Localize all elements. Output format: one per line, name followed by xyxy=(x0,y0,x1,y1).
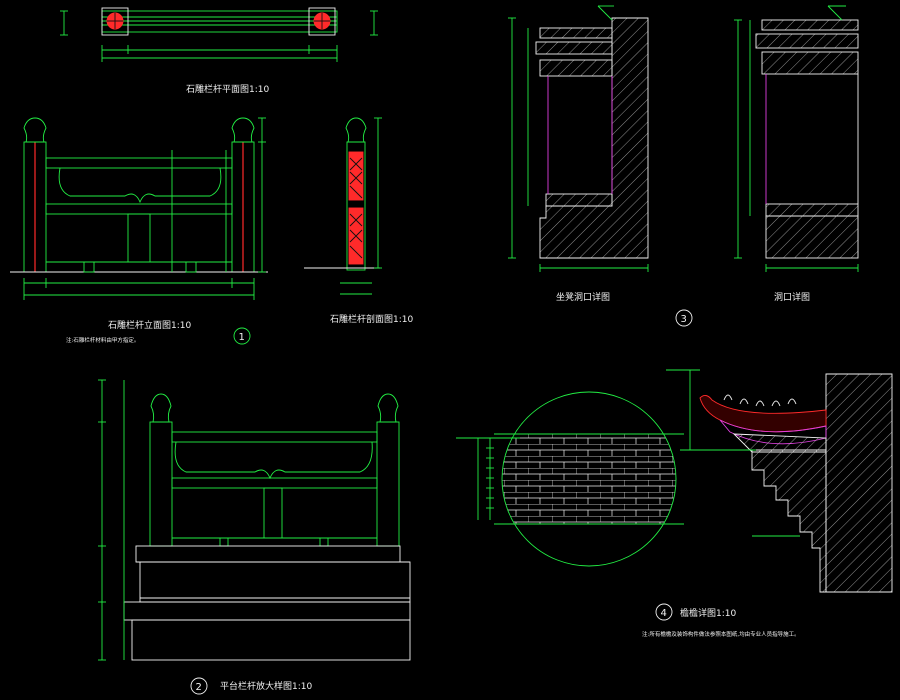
detail-marker-3: 3 xyxy=(675,309,693,327)
section-title: 石雕栏杆剖面图1:10 xyxy=(330,313,413,325)
detail-number-1: 1 xyxy=(239,332,245,343)
section-view xyxy=(304,117,382,295)
top-plan-title: 石雕栏杆平面图1:10 xyxy=(186,83,269,95)
detail-2-view xyxy=(98,379,411,661)
detail-marker-2: 2 xyxy=(190,677,208,695)
detail-3-left-title: 坐凳洞口详图 xyxy=(556,291,610,303)
detail-marker-4: 4 xyxy=(655,603,673,621)
detail-number-4: 4 xyxy=(661,608,667,619)
detail-number-3: 3 xyxy=(681,314,687,325)
detail-2-title: 平台栏杆放大样图1:10 xyxy=(220,680,312,692)
detail-4-title: 檐檐详图1:10 xyxy=(680,607,736,619)
detail-4-view xyxy=(456,369,893,593)
detail-3-left-view xyxy=(508,5,649,272)
top-plan-view xyxy=(60,7,378,62)
detail-3-right-view xyxy=(734,5,859,272)
detail-4-note: 注:所有檐檐及装饰构件做法参照本图纸,均由专业人员指导施工。 xyxy=(642,630,800,638)
detail-3-right-title: 洞口详图 xyxy=(774,291,810,303)
front-elevation-view xyxy=(10,117,268,300)
front-elevation-title: 石雕栏杆立面图1:10 xyxy=(108,319,191,331)
front-elevation-note: 注:石雕栏杆材料由甲方指定。 xyxy=(66,336,139,344)
detail-marker-1: 1 xyxy=(233,327,251,345)
detail-number-2: 2 xyxy=(196,682,202,693)
